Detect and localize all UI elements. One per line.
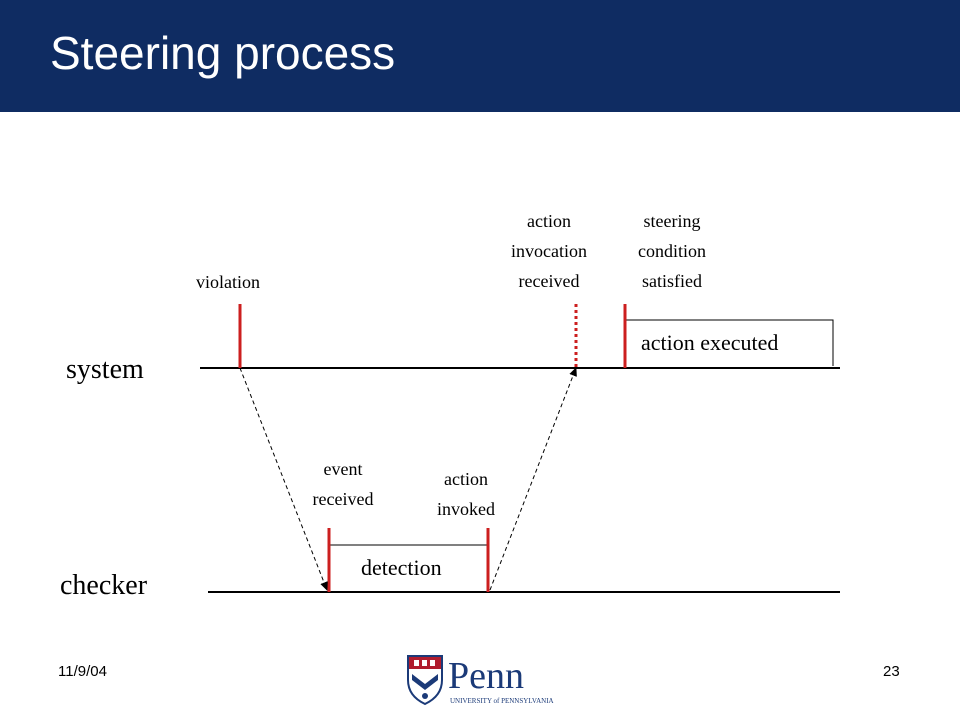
penn-logo: Penn UNIVERSITY of PENNSYLVANIA [407, 655, 554, 706]
action-invocation-received-line-2: invocation [511, 241, 587, 261]
event-received-label: event received [288, 454, 398, 514]
slide-title: Steering process [50, 27, 396, 79]
steering-condition-satisfied-line-2: condition [638, 241, 706, 261]
event-received-line-1: event [323, 459, 363, 479]
steering-condition-satisfied-label: steering condition satisfied [617, 206, 727, 296]
violation-label: violation [196, 272, 260, 292]
action-invocation-received-label: action invocation received [494, 206, 604, 296]
action-executed-label: action executed [641, 330, 779, 355]
penn-shield-icon [407, 655, 443, 706]
title-bar: Steering process [0, 0, 960, 112]
steering-condition-satisfied-line-3: satisfied [642, 271, 702, 291]
action-to-system-arrow [489, 367, 577, 591]
action-invoked-label: action invoked [411, 464, 521, 524]
action-invoked-line-2: invoked [437, 499, 495, 519]
action-invoked-line-1: action [444, 469, 488, 489]
slide-page-number: 23 [883, 663, 900, 680]
logo-subtitle: UNIVERSITY of PENNSYLVANIA [450, 697, 554, 705]
steering-condition-satisfied-line-1: steering [643, 211, 701, 231]
violation-to-checker-arrow [239, 367, 328, 591]
action-invocation-received-line-3: received [518, 271, 580, 291]
slide-date: 11/9/04 [58, 663, 107, 680]
logo-wordmark: Penn [448, 655, 524, 697]
detection-label: detection [361, 555, 442, 580]
event-received-line-2: received [312, 489, 374, 509]
system-lane-label: system [66, 354, 144, 385]
action-invocation-received-line-1: action [527, 211, 571, 231]
checker-lane-label: checker [60, 570, 148, 601]
action-executed-box [625, 319, 834, 366]
